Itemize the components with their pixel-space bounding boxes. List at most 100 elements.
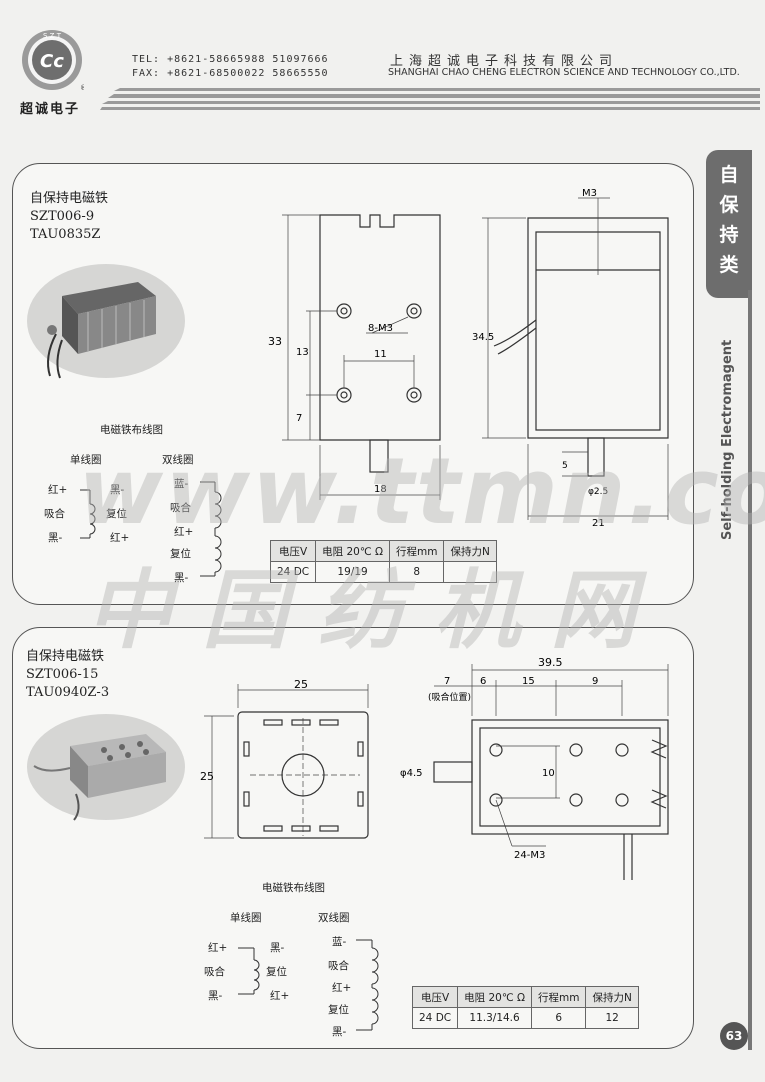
tab-char: 自: [719, 164, 739, 186]
dim-7: 7: [296, 413, 302, 424]
dim-holes: 8-M3: [368, 323, 393, 334]
wire-label: 红+: [208, 942, 228, 954]
dim-width: 18: [374, 484, 387, 495]
wire-label: 复位: [266, 966, 287, 978]
company-logo: Cc S Z T ®: [22, 30, 84, 92]
wire-label: 黑-: [110, 484, 125, 496]
wire-label: 复位: [170, 548, 191, 560]
dim-7: 7: [444, 676, 450, 687]
product-title: 自保持电磁铁: [30, 191, 109, 206]
dim-left-height: 25: [200, 770, 214, 783]
spec-header: 电压V: [411, 986, 459, 1008]
front-view-drawing-1: 33 13 7 11 8-M3 18: [268, 214, 441, 500]
coil-symbols: [80, 481, 222, 577]
wiring-diagram-title: 电磁铁布线图: [262, 882, 325, 894]
product-1-title-block: 自保持电磁铁 SZT006-9 TAU0835Z: [30, 190, 108, 244]
product-2-photo: [27, 714, 185, 821]
side-view-drawing-2: 39.5 7 (吸合位置) 6 15 9 φ4.5 10 24-M3: [400, 656, 669, 880]
dim-side-width: 21: [592, 518, 605, 529]
watermark-cn: 中国纺机网: [86, 561, 666, 661]
dim-total: 39.5: [538, 656, 563, 669]
spec-header: 电阻 20℃ Ω: [457, 986, 532, 1008]
dim-10: 10: [542, 768, 555, 779]
spec-table-1: 电压V 电阻 20℃ Ω 行程mm 保持力N 24 DC 19/19 8: [269, 540, 497, 583]
spec-header: 行程mm: [388, 540, 445, 562]
spec-header: 保持力N: [585, 986, 639, 1008]
single-coil-title: 单线圈: [70, 454, 102, 466]
tab-char: 类: [719, 254, 739, 276]
dim-thread: M3: [582, 188, 597, 199]
wire-label: 红+: [270, 990, 290, 1002]
dim-top-width: 25: [294, 678, 308, 691]
wire-label: 吸合: [204, 966, 225, 978]
spec-header: 行程mm: [530, 986, 587, 1008]
dim-6: 6: [480, 676, 486, 687]
top-view-drawing-2: 25 25: [200, 678, 369, 839]
header-stripes: [100, 88, 760, 110]
double-coil-title: 双线圈: [318, 912, 350, 924]
wire-label: 蓝-: [332, 936, 347, 948]
dim-sucking-position: (吸合位置): [428, 691, 471, 703]
company-name-en: SHANGHAI CHAO CHENG ELECTRON SCIENCE AND…: [388, 67, 740, 78]
spec-header: 电压V: [269, 540, 317, 562]
product-1-photo: [27, 264, 185, 379]
spec-value: 24 DC: [411, 1007, 459, 1029]
tab-char: 持: [719, 224, 739, 246]
wire-label: 红+: [110, 532, 130, 544]
wire-label: 黑-: [332, 1026, 347, 1038]
wire-label: 黑-: [48, 532, 63, 544]
dim-9: 9: [592, 676, 598, 687]
wire-label: 吸合: [170, 502, 191, 514]
watermark-url: www.ttmn.com: [78, 438, 765, 545]
wire-label: 红+: [48, 484, 68, 496]
wire-label: 黑-: [174, 572, 189, 584]
wire-label: 吸合: [328, 960, 349, 972]
wire-label: 吸合: [44, 508, 65, 520]
logo-mark: Cc: [40, 51, 64, 72]
spec-value: 11.3/14.6: [457, 1007, 532, 1029]
wire-label: 黑-: [208, 990, 223, 1002]
logo-ring-text: S Z T: [43, 32, 62, 40]
dim-phi-4-5: φ4.5: [400, 768, 423, 779]
dim-5: 5: [562, 461, 568, 471]
dim-15: 15: [522, 676, 535, 687]
dim-phi: φ2.5: [588, 487, 608, 497]
single-coil-title: 单线圈: [230, 912, 262, 924]
product-model: SZT006-9: [30, 209, 95, 224]
wire-label: 红+: [332, 982, 352, 994]
dim-side-height: 34.5: [472, 332, 494, 343]
wiring-diagram-title: 电磁铁布线图: [100, 424, 163, 436]
wire-label: 复位: [106, 508, 127, 520]
fax-number: FAX: +8621-68500022 58665550: [132, 68, 329, 79]
product-panel-1: [12, 163, 694, 605]
product-title: 自保持电磁铁: [26, 649, 105, 664]
wire-label: 黑-: [270, 942, 285, 954]
dim-height: 33: [268, 335, 282, 348]
spec-header: 保持力N: [443, 540, 497, 562]
tel-number: TEL: +8621-58665988 51097666: [132, 54, 329, 65]
double-coil-title: 双线圈: [162, 454, 194, 466]
coil-symbols: [238, 939, 379, 1031]
spec-value: 24 DC: [269, 561, 317, 583]
product-model: TAU0940Z-3: [26, 685, 110, 700]
dim-13: 13: [296, 347, 309, 358]
spec-value: [443, 561, 497, 583]
dim-11: 11: [374, 349, 387, 360]
product-2-title-block: 自保持电磁铁 SZT006-15 TAU0940Z-3: [26, 648, 109, 702]
product-model: TAU0835Z: [30, 227, 101, 242]
spec-value: 12: [585, 1007, 639, 1029]
spec-value: 19/19: [315, 561, 390, 583]
wire-label: 复位: [328, 1004, 349, 1016]
spec-value: 6: [530, 1007, 587, 1029]
side-bar: [748, 290, 752, 1050]
side-view-drawing-1: 34.5 M3 5 φ2.5 21: [472, 188, 669, 529]
logo-label: 超诚电子: [20, 102, 81, 117]
spec-value: 8: [388, 561, 445, 583]
page-number: 63: [720, 1022, 748, 1050]
dim-holes: 24-M3: [514, 850, 545, 861]
tab-char: 保: [719, 194, 739, 216]
spec-header: 电阻 20℃ Ω: [315, 540, 390, 562]
category-tab: 自 保 持 类: [706, 150, 752, 298]
wire-label: 蓝-: [174, 478, 189, 490]
product-model: SZT006-15: [26, 667, 99, 682]
